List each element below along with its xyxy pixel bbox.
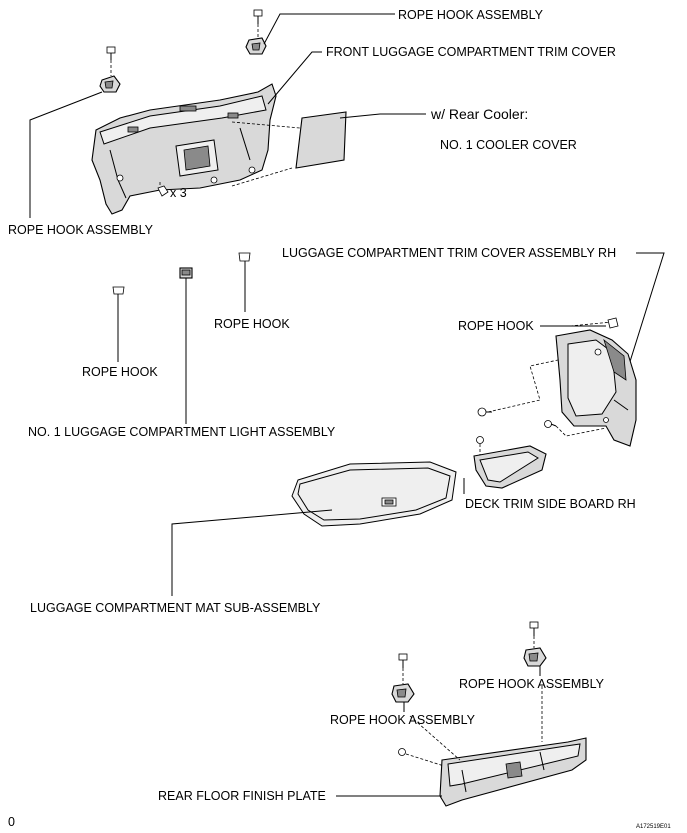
- label-no1-luggage-light: NO. 1 LUGGAGE COMPARTMENT LIGHT ASSEMBLY: [28, 425, 336, 439]
- rope-hook-assembly-bottom-right-part: [523, 621, 547, 676]
- label-clip-count: x 3: [170, 186, 187, 200]
- page-marker: 0: [8, 815, 15, 829]
- label-rear-cooler-note: w/ Rear Cooler:: [430, 106, 528, 122]
- label-rope-hook-assembly-bottom-center: ROPE HOOK ASSEMBLY: [330, 713, 476, 727]
- label-no1-cooler-cover: NO. 1 COOLER COVER: [440, 138, 577, 152]
- luggage-mat-part: [171, 461, 457, 596]
- rope-hook-mid-part: [238, 252, 251, 312]
- label-rope-hook-left: ROPE HOOK: [82, 365, 158, 379]
- label-luggage-trim-cover-rh: LUGGAGE COMPARTMENT TRIM COVER ASSEMBLY …: [282, 246, 616, 260]
- label-rear-floor-finish-plate: REAR FLOOR FINISH PLATE: [158, 789, 326, 803]
- clip-screw-trim-rh: [477, 407, 557, 428]
- label-rope-hook-assembly-left: ROPE HOOK ASSEMBLY: [8, 223, 154, 237]
- label-rope-hook-assembly-bottom-right: ROPE HOOK ASSEMBLY: [459, 677, 605, 691]
- rope-hook-assembly-bottom-center-part: [391, 653, 415, 712]
- rope-hook-right-part: [540, 317, 619, 329]
- label-luggage-mat: LUGGAGE COMPARTMENT MAT SUB-ASSEMBLY: [30, 601, 321, 615]
- figure-code: A172519E01: [636, 824, 671, 830]
- rope-hook-assembly-left: [29, 46, 121, 218]
- rope-hook-left-part: [112, 286, 125, 362]
- rope-hook-assembly-top: [245, 9, 395, 55]
- leader-trim-cover-rh: [627, 252, 665, 369]
- label-rope-hook-mid: ROPE HOOK: [214, 317, 290, 331]
- label-front-luggage-trim-cover: FRONT LUGGAGE COMPARTMENT TRIM COVER: [326, 45, 616, 59]
- front-luggage-trim-cover-part: [91, 51, 322, 215]
- clip-icon: [157, 182, 169, 197]
- deck-trim-side-board-part: [463, 436, 547, 494]
- luggage-trim-cover-rh-part: [487, 329, 637, 447]
- label-rope-hook-assembly-top: ROPE HOOK ASSEMBLY: [398, 8, 544, 22]
- rear-floor-finish-plate-part: [336, 686, 587, 807]
- no1-cooler-cover-part: [295, 111, 426, 169]
- no1-luggage-light-part: [179, 267, 193, 424]
- label-rope-hook-right: ROPE HOOK: [458, 319, 534, 333]
- label-deck-trim-side-board: DECK TRIM SIDE BOARD RH: [465, 497, 636, 511]
